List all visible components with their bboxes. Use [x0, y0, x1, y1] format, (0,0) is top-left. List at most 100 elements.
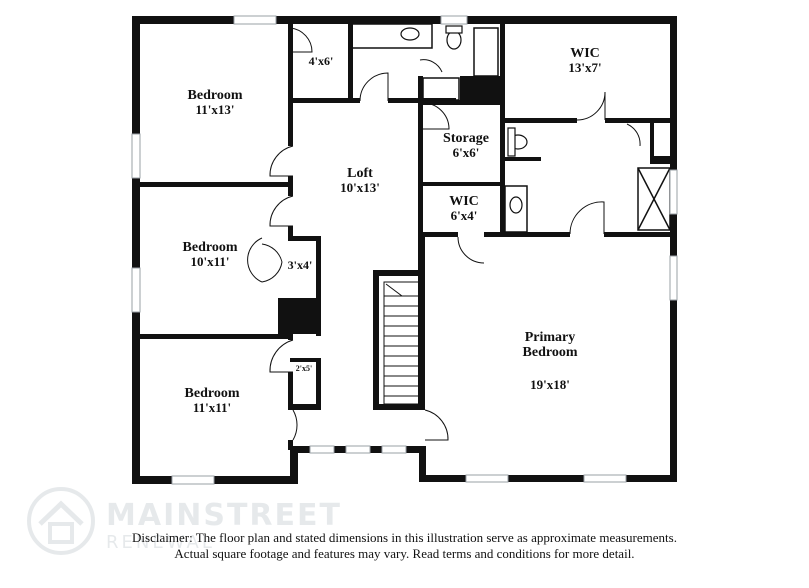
door-swing: [419, 59, 443, 73]
interior-wall: [140, 182, 290, 187]
window: [171, 475, 215, 485]
interior-wall: [373, 270, 379, 410]
disclaimer-line-1: Disclaimer: The floor plan and stated di…: [132, 530, 677, 545]
room-dims: 3'x4': [287, 258, 313, 272]
room-name: Loft: [347, 166, 373, 181]
door-swing: [424, 409, 449, 441]
staircase: [383, 281, 421, 405]
interior-wall: [288, 226, 293, 236]
interior-wall: [288, 372, 293, 410]
room-name: Storage: [443, 131, 489, 146]
interior-wall: [500, 24, 505, 237]
vanity: [351, 23, 433, 49]
room-dims: 4'x6': [308, 54, 334, 68]
interior-wall: [316, 358, 321, 408]
exterior-wall: [132, 16, 140, 484]
interior-wall: [418, 232, 458, 237]
vanity-2: [504, 185, 528, 233]
window: [669, 169, 678, 215]
exterior-wall: [290, 446, 298, 484]
room-dims: 11'x13': [195, 102, 235, 118]
room-closet-3x4: 3'x4': [276, 258, 324, 272]
door-swing: [457, 236, 485, 264]
room-dims: 10'x13': [340, 180, 380, 196]
exterior-wall: [132, 16, 677, 24]
window: [381, 445, 407, 454]
room-name: WIC: [449, 194, 479, 209]
room-bedroom-sw: Bedroom 11'x11': [162, 386, 262, 416]
door-swing: [422, 102, 450, 130]
room-name: Bedroom: [184, 386, 240, 401]
interior-wall: [650, 156, 670, 164]
interior-wall: [288, 176, 293, 196]
room-dims: 10'x11': [190, 254, 230, 270]
exterior-wall: [132, 476, 298, 484]
interior-wall: [418, 182, 500, 186]
interior-wall: [373, 404, 425, 410]
window: [233, 15, 277, 25]
room-dims: 19'x18': [530, 376, 570, 392]
solid-block: [278, 298, 320, 334]
room-storage: Storage 6'x6': [428, 131, 504, 161]
room-dims: 2'x5': [295, 364, 313, 373]
interior-wall: [484, 232, 570, 237]
room-wic-mid: WIC 6'x4': [428, 194, 500, 224]
window: [131, 267, 141, 313]
interior-wall: [373, 270, 425, 276]
interior-wall: [140, 334, 290, 339]
room-name: Bedroom: [187, 88, 243, 103]
room-primary-bedroom: Primary Bedroom 19'x18': [495, 312, 605, 410]
exterior-wall: [670, 16, 677, 482]
door-swing: [359, 72, 389, 102]
door-swing: [289, 27, 313, 53]
disclaimer-line-2: Actual square footage and features may v…: [174, 546, 635, 561]
interior-wall: [605, 118, 677, 123]
interior-wall: [418, 103, 423, 236]
interior-wall: [288, 330, 293, 340]
door-swing: [626, 123, 641, 147]
brand-watermark: MAINSTREET RENEWAL: [26, 486, 340, 566]
interior-wall: [418, 76, 423, 103]
room-dims: 6'x6': [452, 145, 480, 161]
window: [131, 133, 141, 179]
interior-wall: [288, 24, 293, 146]
interior-wall: [604, 232, 677, 237]
window: [440, 15, 468, 25]
window: [309, 445, 335, 454]
sink-icon: [509, 196, 523, 214]
room-dims: 13'x7': [568, 60, 602, 76]
room-name: WIC: [570, 46, 600, 61]
interior-wall: [348, 24, 353, 103]
interior-wall: [505, 118, 577, 123]
room-closet-2x5: 2'x5': [291, 364, 317, 374]
closet-shelf: [422, 77, 460, 101]
room-bedroom-nw: Bedroom 11'x13': [165, 88, 265, 118]
door-swing: [269, 339, 294, 373]
disclaimer: Disclaimer: The floor plan and stated di…: [0, 530, 809, 562]
door-swing: [292, 409, 298, 441]
solid-block: [460, 76, 500, 103]
interior-wall: [505, 157, 541, 161]
room-name: Bedroom: [182, 240, 238, 255]
watermark-brand: MAINSTREET: [106, 498, 342, 533]
interior-wall: [288, 404, 321, 410]
interior-wall: [288, 98, 360, 103]
room-dims: 6'x4': [450, 208, 478, 224]
door-swing: [269, 145, 294, 177]
room-dims: 11'x11': [192, 400, 232, 416]
door-swing: [269, 195, 294, 227]
interior-wall: [288, 236, 320, 241]
room-closet-4x6: 4'x6': [296, 54, 346, 68]
window: [583, 474, 627, 483]
sink-icon: [400, 27, 420, 41]
door-swing: [247, 237, 263, 283]
interior-wall: [288, 440, 293, 450]
window: [345, 445, 371, 454]
door-swing: [576, 91, 606, 121]
room-bedroom-w: Bedroom 10'x11': [160, 240, 260, 270]
interior-wall: [316, 236, 321, 336]
house-logo-icon: [27, 487, 95, 555]
door-swing: [261, 261, 283, 283]
door-swing: [569, 201, 605, 235]
